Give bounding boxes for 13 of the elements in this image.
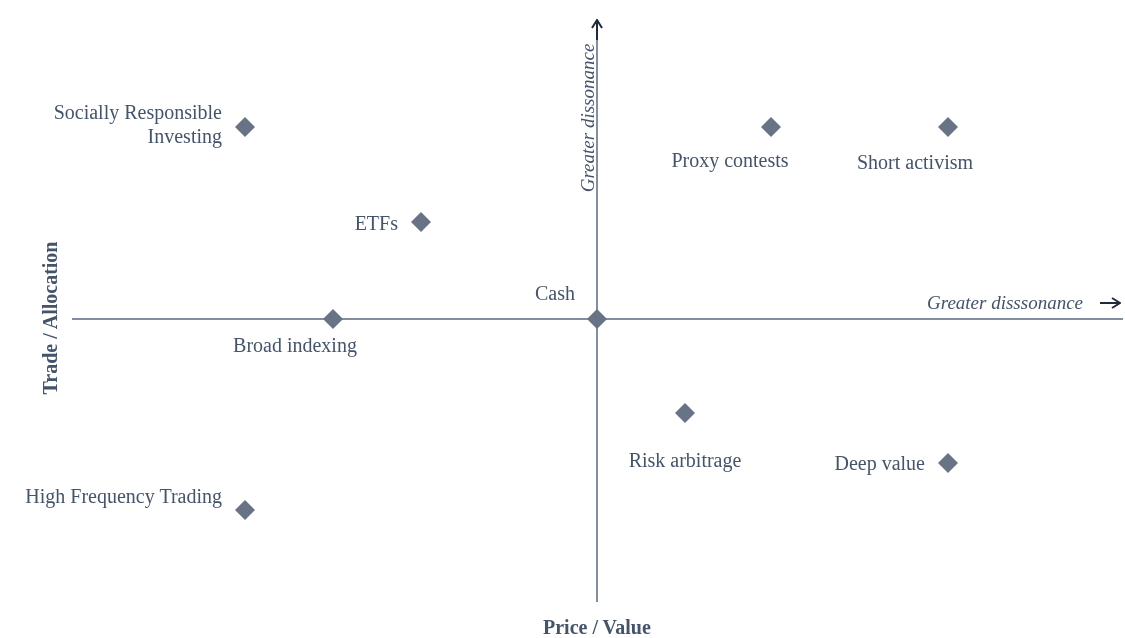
axis-label: Greater disssonance: [927, 292, 1084, 314]
point-label: High Frequency Trading: [24, 484, 222, 508]
point-label: Short activism: [855, 150, 975, 174]
point-label: Deep value: [833, 451, 925, 475]
point-label: Broad indexing: [232, 333, 358, 357]
axis-title: Price / Value: [543, 616, 651, 638]
point-label: Risk arbitrage: [627, 448, 743, 472]
point-label: Proxy contests: [670, 148, 790, 172]
axis-title: Trade / Allocation: [39, 241, 61, 395]
point-label: Cash: [534, 281, 575, 305]
axis-label: Greater dissonance: [576, 43, 599, 193]
point-label: ETFs: [353, 211, 398, 235]
point-label: Socially Responsible Investing: [52, 100, 222, 148]
